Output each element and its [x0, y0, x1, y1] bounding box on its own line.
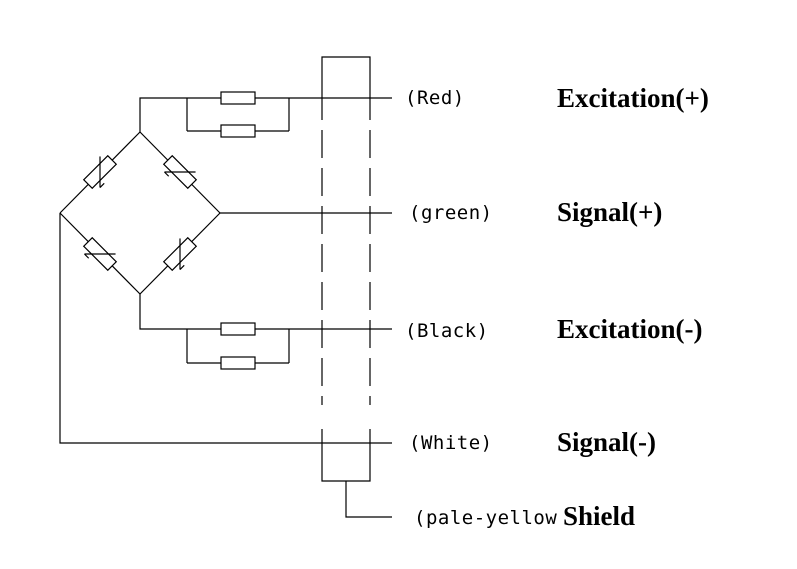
resistor: [220, 124, 256, 138]
bottom-resistor-network: [139, 294, 392, 370]
strain-gauge-3: [82, 236, 118, 272]
strain-gauge-1: [82, 154, 118, 190]
strain-gauge-4: [162, 236, 198, 272]
strain-gauge-2: [162, 154, 198, 190]
resistor: [220, 91, 256, 105]
signal-minus-wire: [59, 213, 392, 444]
wire-color-green: (green): [409, 202, 493, 224]
cable: [321, 56, 371, 482]
top-resistor-network: [139, 91, 392, 138]
bridge: [59, 131, 221, 295]
shield-wire: [345, 481, 392, 518]
resistor: [220, 356, 256, 370]
wire-function-signal-minus: Signal(-): [557, 427, 656, 457]
wire-color-white: (White): [409, 432, 493, 454]
resistor: [220, 322, 256, 336]
wire-function-signal-plus: Signal(+): [557, 197, 662, 227]
wire-function-shield: Shield: [563, 501, 635, 531]
wire-color-red: (Red): [405, 87, 465, 109]
wire-function-excitation-plus: Excitation(+): [557, 83, 709, 113]
wire-function-excitation-minus: Excitation(-): [557, 314, 702, 344]
wire-color-pale-yellow: (pale-yellow: [414, 507, 557, 529]
wire-color-black: (Black): [405, 320, 489, 342]
